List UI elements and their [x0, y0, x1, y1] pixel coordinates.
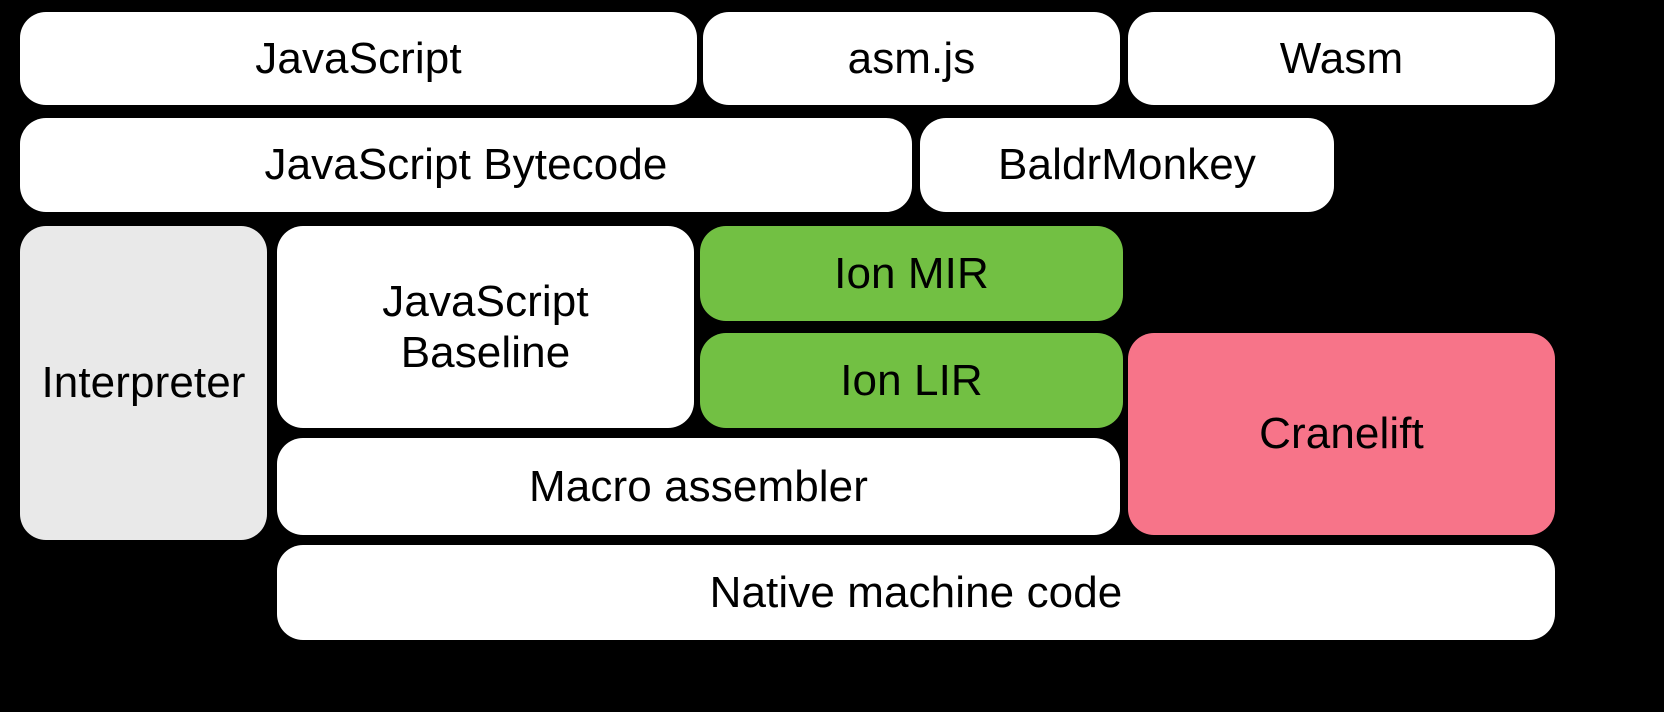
node-javascript-baseline[interactable]: JavaScript Baseline: [277, 226, 694, 428]
node-baldrmonkey[interactable]: BaldrMonkey: [920, 118, 1334, 212]
node-cranelift[interactable]: Cranelift: [1128, 333, 1555, 535]
node-macro-assembler[interactable]: Macro assembler: [277, 438, 1120, 535]
node-wasm[interactable]: Wasm: [1128, 12, 1555, 105]
node-interpreter[interactable]: Interpreter: [20, 226, 267, 540]
node-asm-js[interactable]: asm.js: [703, 12, 1120, 105]
node-javascript[interactable]: JavaScript: [20, 12, 697, 105]
node-native-machine-code[interactable]: Native machine code: [277, 545, 1555, 640]
node-ion-lir[interactable]: Ion LIR: [700, 333, 1123, 428]
node-javascript-bytecode[interactable]: JavaScript Bytecode: [20, 118, 912, 212]
node-ion-mir[interactable]: Ion MIR: [700, 226, 1123, 321]
